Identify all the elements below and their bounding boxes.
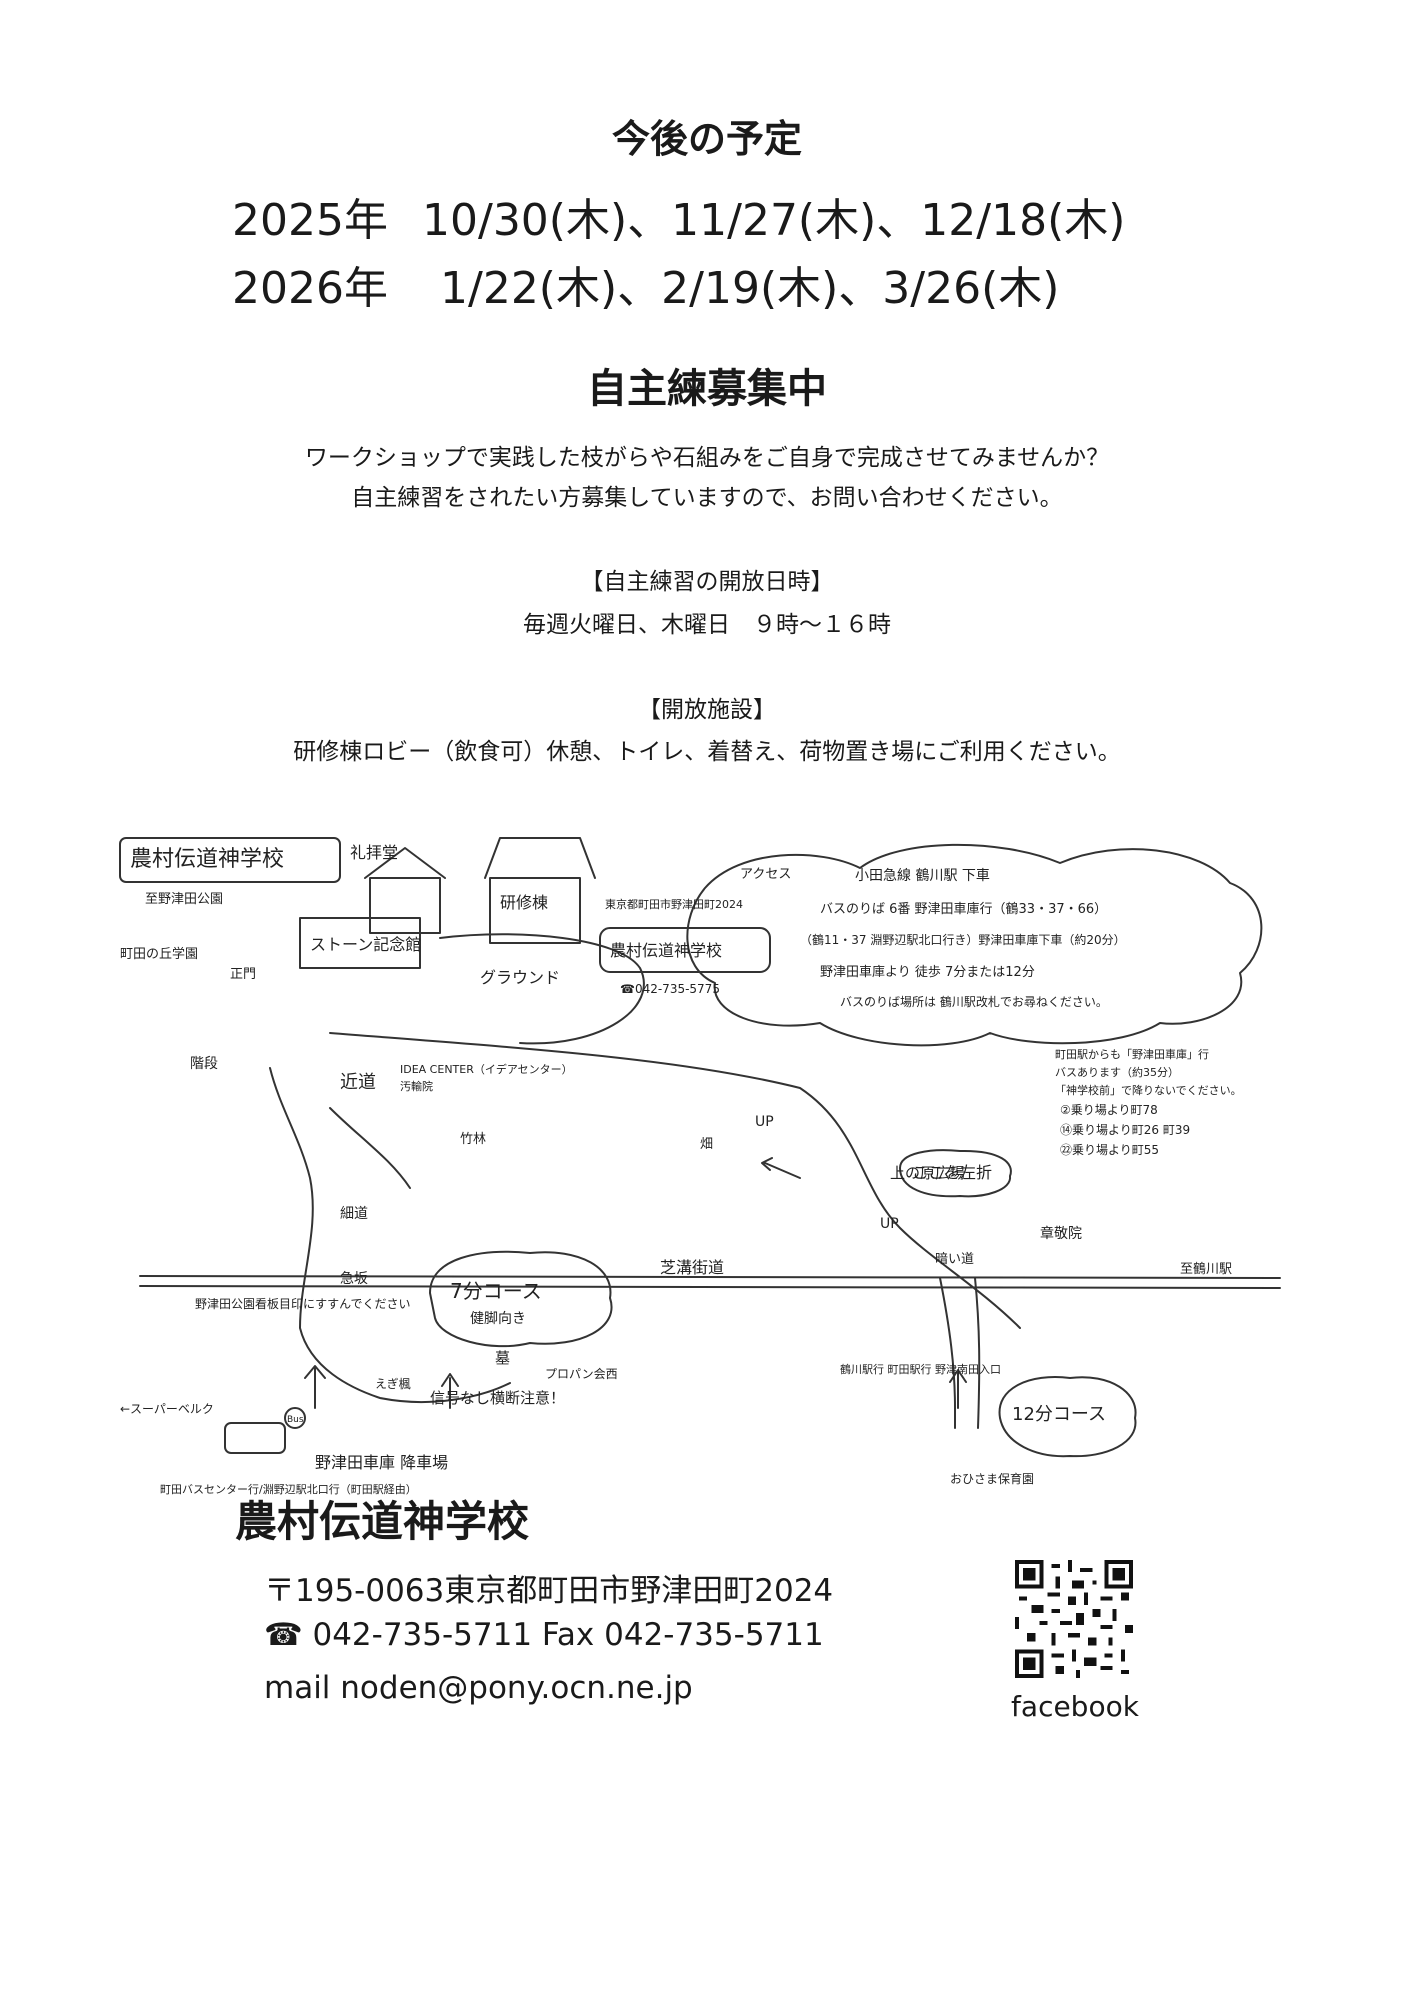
training-building — [489, 877, 581, 944]
map-park-sign: 野津田公園看板目印にすすんでください — [195, 1297, 411, 1311]
course12-bubble — [998, 1376, 1137, 1458]
course7-bubble — [429, 1250, 613, 1348]
footer-address: 〒195-0063東京都町田市野津田町2024 — [264, 1573, 834, 1609]
access-line-3: （鶴11・37 淵野辺駅北口行き）野津田車庫下車（約20分） — [800, 932, 1126, 947]
map-school-label: 農村伝道神学校 — [130, 847, 284, 872]
map-nursery: おひさま保育園 — [950, 1471, 1034, 1486]
map-course7-sub: 健脚向き — [470, 1311, 526, 1327]
map-course12: 12分コース — [1012, 1404, 1106, 1425]
map-propane: プロパン会西 — [545, 1367, 618, 1381]
chapel-building — [369, 877, 441, 934]
map-main-road: 芝溝街道 — [660, 1258, 724, 1277]
access-line-5: バスのりば場所は 鶴川駅改札でお尋ねください。 — [840, 994, 1108, 1009]
map-ground: グラウンド — [480, 968, 560, 987]
map-oak: 章敬院 — [1040, 1225, 1082, 1242]
map-up-2: UP — [880, 1216, 899, 1232]
map-course7: 7分コース — [450, 1279, 542, 1303]
schedule-title: 今後の予定 — [611, 117, 802, 161]
map-chapel: 礼拝堂 — [350, 843, 398, 862]
map-grave: 墓 — [495, 1349, 510, 1367]
upper-road — [329, 1032, 1021, 1329]
access-cloud — [686, 843, 1263, 1047]
bus-drawing — [224, 1422, 286, 1454]
access-tel: ☎042-735-5775 — [620, 982, 720, 996]
machida-note-1: 町田駅からも「野津田車庫」行 — [1055, 1047, 1209, 1061]
map-bus-stop: 野津田車庫 降車場 — [315, 1453, 448, 1472]
map-kaede: えぎ楓 — [375, 1376, 411, 1391]
practice-intro-line: ワークショップで実践した枝がらや石組みをご自身で完成させてみませんか？ — [304, 445, 1110, 471]
map-steep-slope: 急坂 — [340, 1271, 368, 1287]
machida-note-3: 「神学校前」で降りないでください。 — [1055, 1083, 1242, 1097]
map-to-park: 至野津田公園 — [145, 892, 223, 907]
footer-mail[interactable]: mail noden@pony.ocn.ne.jp — [264, 1670, 693, 1706]
right-route — [939, 1277, 956, 1429]
qr-label: facebook — [1011, 1690, 1139, 1723]
school-label-box — [119, 837, 341, 883]
schedule-dates: 10/30(木)、11/27(木)、12/18(木) — [422, 195, 1126, 246]
facebook-qr-code[interactable] — [1015, 1560, 1133, 1678]
access-school: 農村伝道神学校 — [610, 941, 722, 960]
map-field: 畑 — [700, 1137, 713, 1152]
schedule-dates: 1/22(木)、2/19(木)、3/26(木) — [440, 263, 1060, 314]
map-to-super: ←スーパーベルク — [120, 1402, 214, 1416]
map-uenohara: 上の原広場 — [890, 1164, 965, 1182]
footer-phone: ☎ 042-735-5711 Fax 042-735-5711 — [264, 1617, 824, 1653]
map-to-tsurukawa: 至鶴川駅 — [1180, 1261, 1232, 1277]
map-memorial-hall: ストーン記念館 — [310, 935, 421, 954]
access-line-1: 小田急線 鶴川駅 下車 — [855, 867, 990, 884]
map-shortcut: 近道 — [340, 1072, 376, 1093]
schedule-row-2025: 2025年 10/30(木)、11/27(木)、12/18(木) — [232, 184, 1125, 248]
map-bus-label: Bus — [287, 1415, 304, 1425]
machida-note-6: ㉒乗り場より町55 — [1060, 1143, 1159, 1157]
map-stairs: 階段 — [190, 1056, 218, 1072]
hours-heading: 【自主練習の開放日時】 — [580, 569, 834, 595]
schedule-year: 2025年 — [232, 195, 388, 246]
main-road — [139, 1275, 1281, 1279]
machida-note-4: ②乗り場より町78 — [1060, 1103, 1158, 1117]
map-idea-center: IDEA CENTER（イデアセンター） — [400, 1062, 573, 1076]
access-line-4: 野津田車庫より 徒歩 7分または12分 — [820, 965, 1035, 980]
practice-intro-line: 自主練習をされたい方募集していますので、お問い合わせください。 — [351, 485, 1063, 511]
map-sewage: 汚輸院 — [400, 1079, 433, 1093]
schedule-year: 2026年 — [232, 263, 388, 314]
schedule-row-2026: 2026年 1/22(木)、2/19(木)、3/26(木) — [232, 252, 1059, 316]
machida-note-2: バスあります（約35分） — [1055, 1065, 1179, 1079]
map-bus-from: 町田バスセンター行/淵野辺駅北口行（町田駅経由） — [160, 1482, 417, 1496]
access-map: 農村伝道神学校 礼拝堂 研修棟 ストーン記念館 グラウンド 至野津田公園 町田の… — [100, 808, 1320, 1498]
access-line-2: バスのりば 6番 野津田車庫行（鶴33・37・66） — [820, 901, 1107, 917]
map-bamboo: 竹林 — [460, 1132, 486, 1147]
memorial-building — [299, 917, 421, 969]
footer-school-name: 農村伝道神学校 — [235, 1497, 530, 1546]
map-dark-road: 暗い道 — [935, 1252, 974, 1267]
map-hill-school: 町田の丘学園 — [120, 946, 198, 962]
map-training-building: 研修棟 — [500, 893, 548, 912]
map-up-1: UP — [755, 1114, 774, 1130]
access-address: 東京都町田市野津田町2024 — [605, 897, 743, 911]
access-map-drawing: 農村伝道神学校 礼拝堂 研修棟 ストーン記念館 グラウンド 至野津田公園 町田の… — [119, 837, 1281, 1496]
map-narrow-path: 細道 — [340, 1206, 368, 1222]
practice-title: 自主練募集中 — [587, 366, 827, 412]
map-bus-stop-right: 鶴川駅行 町田駅行 野津南田入口 — [840, 1362, 1001, 1376]
map-main-gate: 正門 — [230, 967, 256, 982]
map-turn-left: ここを左折 — [912, 1163, 992, 1182]
facility-text: 研修棟ロビー（飲食可）休憩、トイレ、着替え、荷物置き場にご利用ください。 — [293, 739, 1121, 765]
map-crossing-warning: 信号なし横断注意！ — [430, 1389, 565, 1407]
facility-heading: 【開放施設】 — [638, 697, 776, 723]
left-route — [269, 1067, 511, 1403]
machida-note-5: ⑭乗り場より町26 町39 — [1060, 1123, 1190, 1137]
access-label: アクセス — [740, 867, 791, 882]
hours-text: 毎週火曜日、木曜日 ９時～１６時 — [523, 612, 891, 638]
